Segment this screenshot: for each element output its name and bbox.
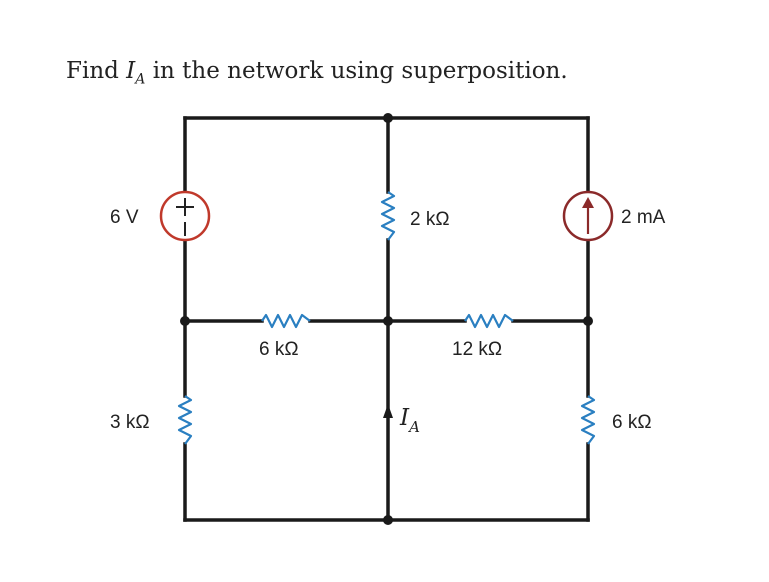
label-6k-right: 6 kΩ — [612, 412, 652, 433]
resistor-6k-mid-zigzag — [261, 313, 311, 329]
junction-top — [383, 113, 393, 123]
problem-text-start: Find — [66, 58, 127, 84]
junction-mid-right — [583, 316, 593, 326]
label-current-ia: IA — [399, 405, 420, 436]
label-12k: 12 kΩ — [452, 339, 502, 360]
arrow-up-icon — [582, 197, 594, 208]
problem-text-end: in the network using superposition. — [145, 58, 568, 84]
voltage-source — [159, 190, 211, 242]
problem-statement: Find IA in the network using superpositi… — [66, 58, 568, 88]
problem-variable-subscript: A — [135, 71, 146, 88]
label-6v: 6 V — [110, 207, 139, 228]
label-2k: 2 kΩ — [410, 209, 450, 230]
junction-mid-left — [180, 316, 190, 326]
resistor-12k-zigzag — [464, 313, 514, 329]
label-6k-mid: 6 kΩ — [259, 339, 299, 360]
label-2ma: 2 mA — [621, 207, 666, 228]
resistor-2k-zigzag — [380, 191, 396, 241]
label-3k: 3 kΩ — [110, 412, 150, 433]
junction-mid-center — [383, 316, 393, 326]
junctions — [180, 113, 593, 525]
resistors — [177, 191, 596, 445]
problem-variable: I — [126, 58, 136, 84]
junction-bottom — [383, 515, 393, 525]
current-source — [562, 190, 614, 242]
label-current-sub: A — [407, 418, 420, 436]
current-arrow-up-icon — [383, 404, 393, 418]
resistor-3k-zigzag — [177, 395, 193, 445]
resistor-6k-right-zigzag — [580, 395, 596, 445]
label-current-main: I — [399, 405, 410, 431]
